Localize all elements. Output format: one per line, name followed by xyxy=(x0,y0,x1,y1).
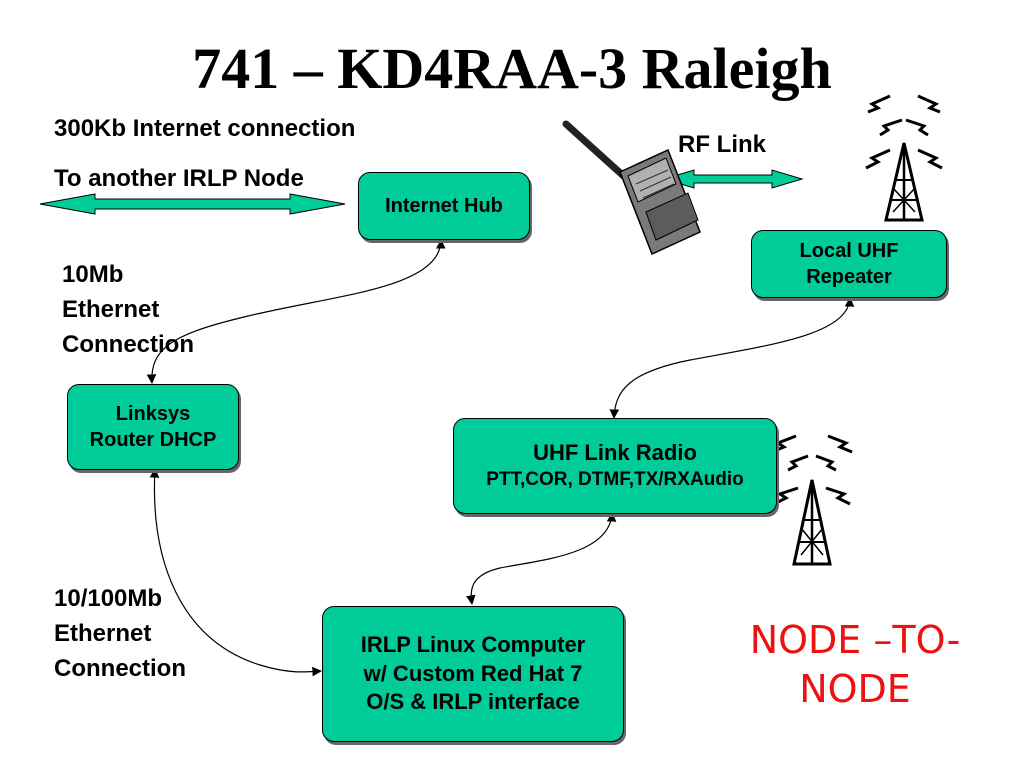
callout-line: NODE –TO- xyxy=(749,618,961,662)
rf-link-arrow xyxy=(662,169,804,189)
irlp-computer-text: IRLP Linux Computer xyxy=(360,632,586,658)
internet-hub-node: Internet Hub xyxy=(358,172,530,240)
ethernet-10-100mb-line: 10/100Mb xyxy=(54,585,163,612)
repeater-to-linkradio-connector xyxy=(609,297,855,419)
ethernet-10-100mb-line: Ethernet xyxy=(54,619,152,647)
irlp-node-label: To another IRLP Node xyxy=(54,165,304,192)
uhf-link-radio-node: UHF Link Radio PTT,COR, DTMF,TX/RXAudio xyxy=(453,418,777,514)
router-to-computer-connector xyxy=(149,468,322,677)
ethernet-10mb-line: Connection xyxy=(62,330,194,358)
irlp-computer-text: w/ Custom Red Hat 7 xyxy=(363,660,583,686)
radio-tower-icon xyxy=(771,434,853,566)
internet-connection-label: 300Kb Internet connection xyxy=(54,115,356,142)
rf-link-label: RF Link xyxy=(678,131,766,158)
uhf-link-radio-text: UHF Link Radio xyxy=(533,440,697,466)
linksys-router-node: Linksys Router DHCP xyxy=(67,384,239,470)
irlp-computer-text: O/S & IRLP interface xyxy=(366,689,580,715)
radio-tower-icon xyxy=(865,94,943,222)
hub-to-router-connector xyxy=(146,239,446,384)
node-to-node-callout: NODE –TO- NODE xyxy=(700,616,1010,715)
local-uhf-repeater-text: Local UHF xyxy=(799,240,899,262)
ethernet-10-100mb-label: 10/100Mb Ethernet Connection xyxy=(54,582,186,686)
linkradio-to-computer-connector xyxy=(466,512,617,605)
internet-hub-text: Internet Hub xyxy=(385,195,503,217)
linksys-router-text: Router DHCP xyxy=(89,429,217,451)
linksys-router-text: Linksys xyxy=(115,403,191,425)
internet-link-arrow xyxy=(39,193,346,215)
local-uhf-repeater-node: Local UHF Repeater xyxy=(751,230,947,298)
uhf-link-radio-text: PTT,COR, DTMF,TX/RXAudio xyxy=(486,468,744,490)
ethernet-10mb-line: Ethernet xyxy=(62,295,160,323)
irlp-computer-node: IRLP Linux Computer w/ Custom Red Hat 7 … xyxy=(322,606,624,742)
page-title: 741 – KD4RAA-3 Raleigh xyxy=(192,36,832,101)
local-uhf-repeater-text: Repeater xyxy=(806,266,892,288)
ethernet-10mb-line: 10Mb xyxy=(62,261,124,288)
callout-line: NODE xyxy=(799,667,911,712)
ethernet-10mb-label: 10Mb Ethernet Connection xyxy=(62,258,194,362)
handheld-radio-icon xyxy=(562,120,701,256)
ethernet-10-100mb-line: Connection xyxy=(54,654,186,682)
